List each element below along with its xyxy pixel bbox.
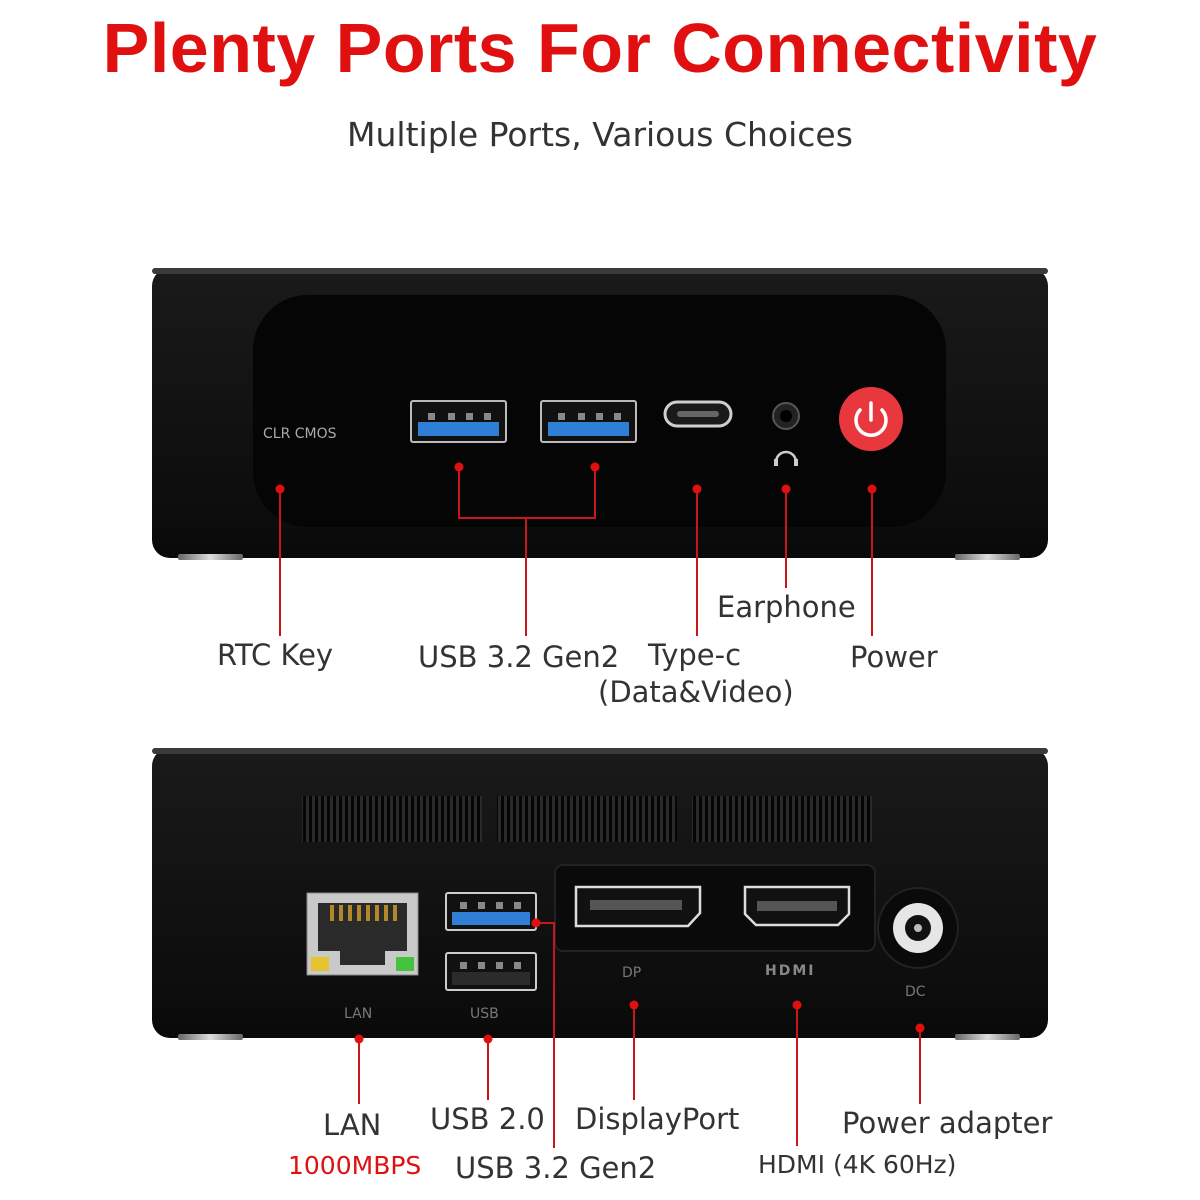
lan-label: LAN xyxy=(323,1108,382,1142)
usb3-port-icon xyxy=(410,400,507,443)
earphone-label: Earphone xyxy=(717,590,856,624)
type-c-label: Type-c xyxy=(648,638,742,672)
lan-print: LAN xyxy=(344,1006,373,1022)
rear-foot-left xyxy=(178,1034,243,1040)
displayport-label: DisplayPort xyxy=(575,1102,740,1136)
type-c-port-icon xyxy=(663,400,733,428)
usb3-label-rear: USB 3.2 Gen2 xyxy=(455,1151,657,1185)
hdmi-logo-print: HDMI xyxy=(765,963,816,979)
usb3-port-icon xyxy=(540,400,637,443)
vent-grille xyxy=(692,796,872,842)
front-callout-dots xyxy=(275,462,877,494)
front-foot-right xyxy=(955,554,1020,560)
usb-print: USB xyxy=(470,1006,499,1022)
vent-grille xyxy=(302,796,482,842)
page-subtitle: Multiple Ports, Various Choices xyxy=(347,115,853,154)
type-c-note-label: (Data&Video) xyxy=(598,675,794,709)
headset-icon xyxy=(774,450,798,466)
earphone-jack-icon xyxy=(772,402,800,430)
rear-callout-dots xyxy=(354,918,925,1044)
rear-callout-lines xyxy=(358,922,921,1148)
hdmi-port-icon xyxy=(743,885,851,927)
front-device xyxy=(152,268,1048,636)
front-callout-lines xyxy=(279,467,873,636)
power-adapter-label: Power adapter xyxy=(842,1106,1053,1140)
power-label: Power xyxy=(850,640,938,674)
vent-grille xyxy=(497,796,677,842)
rear-foot-right xyxy=(955,1034,1020,1040)
usb3-port-icon xyxy=(445,892,537,931)
clr-cmos-print: CLR CMOS xyxy=(263,426,337,442)
power-button-icon xyxy=(839,387,903,451)
dc-jack-icon xyxy=(877,887,959,969)
lan-speed-label: 1000MBPS xyxy=(288,1151,422,1180)
front-foot-left xyxy=(178,554,243,560)
lan-port-icon xyxy=(306,892,419,976)
rear-device xyxy=(152,748,1048,1148)
dc-print: DC xyxy=(905,984,926,1000)
usb2-label: USB 2.0 xyxy=(430,1102,545,1136)
hdmi-label: HDMI (4K 60Hz) xyxy=(758,1150,957,1179)
usb2-port-icon xyxy=(445,952,537,991)
rtc-key-label: RTC Key xyxy=(217,638,334,672)
displayport-icon xyxy=(574,885,702,928)
usb-label-front: USB 3.2 Gen2 xyxy=(418,640,620,674)
page-title: Plenty Ports For Connectivity xyxy=(102,9,1098,87)
dp-print: DP xyxy=(622,965,642,981)
